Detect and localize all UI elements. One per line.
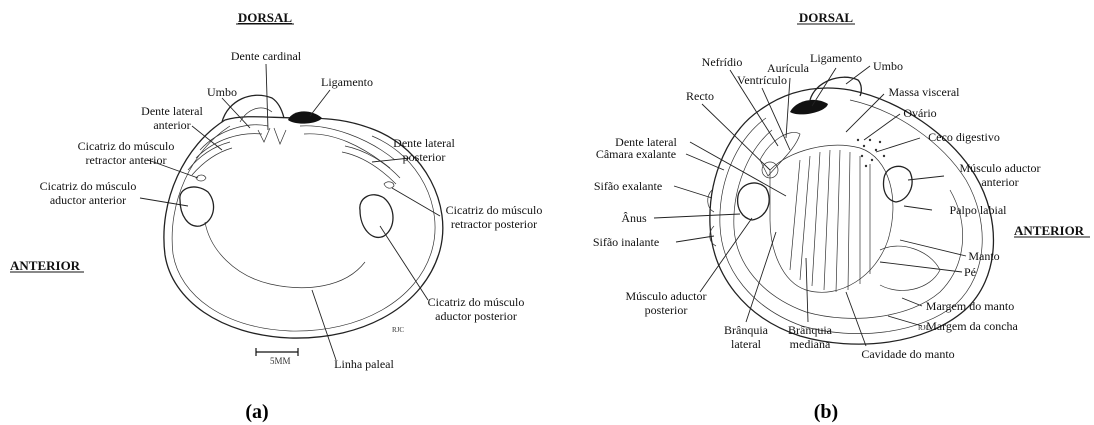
label-cicatriz-aductor-anterior-2: aductor anterior [50,193,126,207]
label-cicatriz-aductor-posterior-1: Cicatriz do músculo [428,295,525,309]
label-ligamento-b: Ligamento [810,51,862,65]
label-dente-lateral-posterior-2: posterior [403,150,446,164]
scale-bar-label: 5MM [270,356,291,366]
label-camara-exalante: Câmara exalante [596,147,676,161]
label-ligamento-a: Ligamento [321,75,373,89]
caption-b: (b) [814,401,838,423]
label-cicatriz-retractor-anterior-1: Cicatriz do músculo [78,139,175,153]
label-branquia-mediana-2: mediana [790,337,831,351]
label-musculo-aductor-posterior-2: posterior [645,303,688,317]
label-umbo-b: Umbo [873,59,903,73]
label-branquia-lateral-2: lateral [731,337,762,351]
shell-interior-drawing: RJC [164,95,443,338]
anterior-label-a: ANTERIOR [10,258,81,273]
label-margem-manto: Margem do manto [926,299,1014,313]
label-dente-lateral-anterior-2: anterior [153,118,190,132]
label-musculo-aductor-anterior-2: anterior [981,175,1018,189]
label-massa-visceral: Massa visceral [889,85,961,99]
label-dente-lateral-anterior-1: Dente lateral [141,104,203,118]
label-dente-lateral-posterior-1: Dente lateral [393,136,455,150]
label-nefridio: Nefrídio [702,55,743,69]
label-linha-paleal: Linha paleal [334,357,394,371]
scale-bar: 5MM [256,348,298,366]
caption-a: (a) [245,401,268,423]
label-musculo-aductor-posterior-1: Músculo aductor [626,289,707,303]
label-recto: Recto [686,89,714,103]
label-cicatriz-retractor-posterior-1: Cicatriz do músculo [446,203,543,217]
label-palpo-labial: Palpo labial [950,203,1008,217]
labels-a: Dente cardinal Umbo Ligamento Dente late… [40,49,543,371]
label-margem-concha: Margem da concha [926,319,1018,333]
label-sifao-inalante: Sifão inalante [593,235,659,249]
figure-b: DORSAL ANTERIOR [593,10,1090,423]
dorsal-heading-a: DORSAL [238,10,293,25]
label-ceco-digestivo: Ceco digestivo [928,130,1000,144]
label-ovario: Ovário [903,106,936,120]
label-branquia-lateral-1: Brânquia [724,323,769,337]
label-umbo-a: Umbo [207,85,237,99]
label-musculo-aductor-anterior-1: Músculo aductor [960,161,1041,175]
figure-a: DORSAL ANTERIOR [10,10,542,423]
label-manto: Manto [968,249,999,263]
label-sifao-exalante: Sifão exalante [594,179,662,193]
label-branquia-mediana-1: Brânquia [788,323,833,337]
label-cicatriz-retractor-anterior-2: retractor anterior [86,153,167,167]
dorsal-heading-b: DORSAL [799,10,854,25]
label-ventriculo: Ventrículo [737,73,787,87]
anterior-label-b: ANTERIOR [1014,223,1085,238]
label-anus: Ânus [621,211,647,225]
label-dente-cardinal: Dente cardinal [231,49,302,63]
label-pe: Pé [964,265,976,279]
label-cavidade-manto: Cavidade do manto [861,347,954,361]
author-mark-a: RJC [392,326,404,334]
label-cicatriz-aductor-anterior-1: Cicatriz do músculo [40,179,137,193]
label-cicatriz-aductor-posterior-2: aductor posterior [435,309,517,323]
label-cicatriz-retractor-posterior-2: retractor posterior [451,217,537,231]
